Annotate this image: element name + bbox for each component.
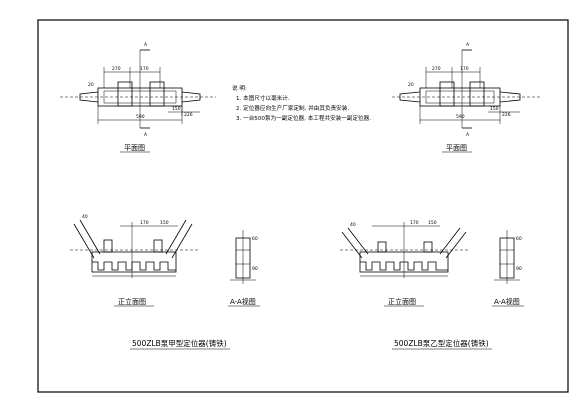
section-mark-top: A [144, 42, 148, 48]
dim-section-b: 90 [252, 266, 258, 272]
dim-front-side: 40 [82, 214, 88, 220]
left-part-title: 500ZLB泵甲型定位器(铸铁) [132, 338, 227, 348]
dim-plan-bottom: 590 [136, 114, 145, 120]
sheet-border [37, 19, 569, 393]
dim-section-b-r: 90 [516, 266, 522, 272]
dim-section-a-r: 60 [516, 236, 522, 242]
right-section-label: A-A视图 [494, 297, 520, 306]
left-plan-view: 270 170 20 150 226 590 A A 平面图 [60, 42, 216, 153]
section-mark-top-r: A [466, 42, 470, 48]
right-section-view: 60 90 A-A视图 [492, 230, 524, 307]
dim-plan-side-r: 20 [408, 82, 414, 88]
section-mark-bottom: A [144, 132, 148, 138]
dim-plan-right-b-r: 226 [502, 112, 511, 118]
left-front-elevation: 170 150 40 正立面图 [70, 214, 200, 307]
notes-block: 说 明: 1. 本图尺寸以毫米计. 2. 定位器应向生产厂家定制, 并由其负责安… [232, 84, 371, 122]
dim-front-b-r: 150 [428, 220, 437, 226]
right-part-title: 500ZLB泵乙型定位器(铸铁) [394, 338, 489, 348]
dim-front-a: 170 [140, 220, 149, 226]
left-front-label: 正立面图 [118, 297, 146, 306]
left-section-label: A-A视图 [230, 297, 256, 306]
dim-front-b: 150 [160, 220, 169, 226]
dim-plan-right-a: 150 [172, 106, 181, 112]
note-item-1: 1. 本图尺寸以毫米计. [236, 94, 290, 102]
dim-plan-right-b: 226 [184, 112, 193, 118]
section-mark-bottom-r: A [466, 132, 470, 138]
dim-plan-top-b-r: 170 [460, 66, 469, 72]
note-item-2: 2. 定位器应向生产厂家定制, 并由其负责安装. [236, 104, 349, 112]
dim-front-side-r: 40 [350, 222, 356, 228]
notes-heading: 说 明: [232, 84, 247, 92]
dim-front-a-r: 170 [410, 220, 419, 226]
note-item-3: 3. 一台500泵为一副定位器, 本工程共安装一副定位器. [236, 114, 371, 122]
dim-plan-top-a: 270 [112, 66, 121, 72]
dim-section-a: 60 [252, 236, 258, 242]
dim-plan-top-a-r: 270 [432, 66, 441, 72]
left-section-view: 60 90 A-A视图 [228, 230, 260, 307]
dim-plan-bottom-r: 590 [456, 114, 465, 120]
right-plan-label: 平面图 [446, 144, 467, 152]
dim-plan-right-a-r: 150 [490, 106, 499, 112]
right-front-elevation: 170 150 40 正立面图 [340, 220, 470, 307]
left-plan-label: 平面图 [124, 144, 145, 152]
right-plan-view: 270 170 20 150 226 590 A A 平面图 [392, 42, 540, 153]
dim-plan-side: 20 [88, 82, 94, 88]
right-front-label: 正立面图 [388, 297, 416, 306]
dim-plan-top-b: 170 [140, 66, 149, 72]
